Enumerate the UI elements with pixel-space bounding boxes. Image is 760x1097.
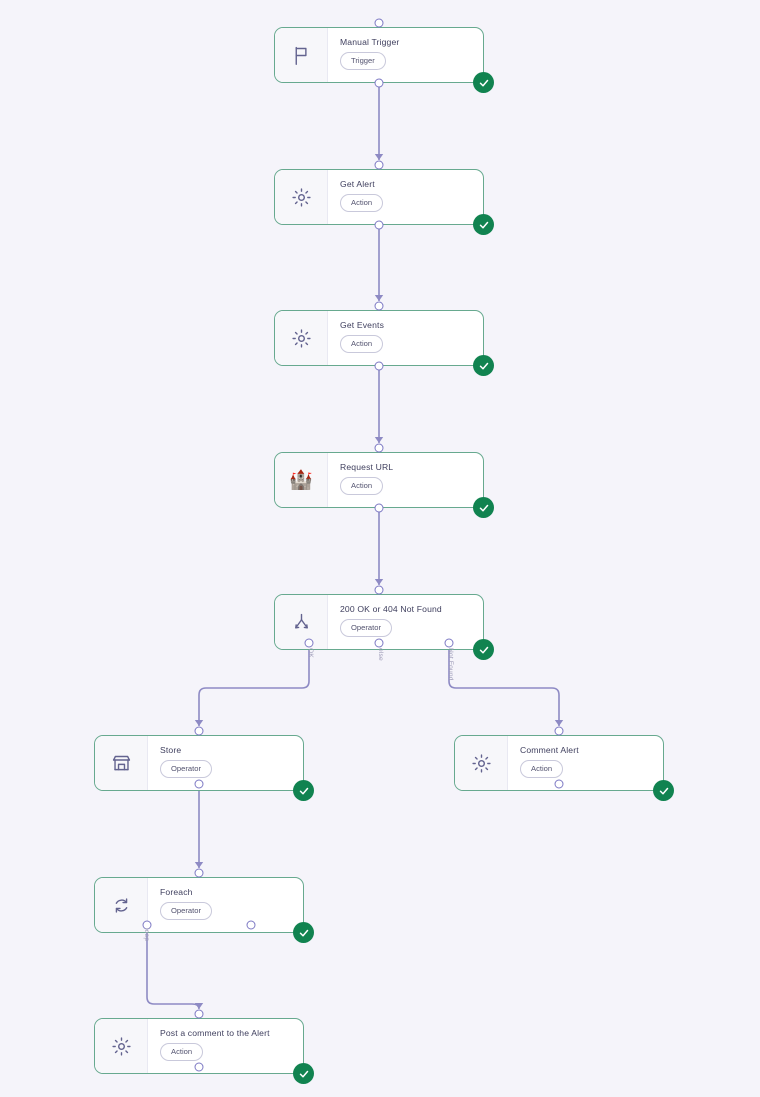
gear-icon [455,736,508,790]
port-manual-trigger-out[interactable] [374,78,384,88]
arrow-get-alert [374,154,384,160]
arrow-request-url [374,437,384,443]
arrow-status-branch [374,579,384,585]
port-request-url-out[interactable] [374,503,384,513]
port-foreach-in[interactable] [194,868,204,878]
port-status-branch-out-not-found[interactable] [444,638,454,648]
port-manual-trigger-in[interactable] [374,18,384,28]
port-comment-alert-in[interactable] [554,726,564,736]
edge-foreach-loop-to-post[interactable] [146,925,200,1010]
port-store-in[interactable] [194,726,204,736]
storefront-icon [95,736,148,790]
node-body-request-url: Request URL Action [328,453,483,507]
port-foreach-out-loop[interactable] [142,920,152,930]
gear-icon [275,311,328,365]
status-badge-comment-alert[interactable] [653,780,674,801]
arrow-foreach [194,862,204,868]
node-type-chip-manual-trigger[interactable]: Trigger [340,52,386,70]
port-get-alert-out[interactable] [374,220,384,230]
node-title-store: Store [160,745,182,755]
node-type-chip-get-events[interactable]: Action [340,335,384,353]
arrow-comment-alert [554,720,564,726]
arrow-store [194,720,204,726]
edge-label-branch-ok: OK [307,648,314,658]
castle-emoji-icon: 🏰 [275,453,328,507]
port-post-comment-in[interactable] [194,1009,204,1019]
node-type-chip-get-alert[interactable]: Action [340,194,384,212]
node-type-chip-status-branch[interactable]: Operator [340,619,392,637]
port-store-out[interactable] [194,779,204,789]
status-badge-request-url[interactable] [473,497,494,518]
node-type-chip-post-comment[interactable]: Action [160,1043,204,1061]
node-title-request-url: Request URL [340,462,394,472]
node-title-foreach: Foreach [160,887,193,897]
arrow-post-comment [194,1003,204,1009]
gear-icon [275,170,328,224]
node-title-post-comment: Post a comment to the Alert [160,1028,270,1038]
port-foreach-out-done[interactable] [246,920,256,930]
status-badge-post-comment[interactable] [293,1063,314,1084]
node-title-get-events: Get Events [340,320,385,330]
gear-icon [95,1019,148,1073]
edge-label-branch-not-found: Not Found [447,648,454,681]
flag-icon [275,28,328,82]
node-request-url[interactable]: 🏰 Request URL Action [274,452,494,518]
edge-label-branch-else: else [377,648,384,661]
edge-label-foreach-loop: loop [143,928,150,942]
status-badge-store[interactable] [293,780,314,801]
node-type-chip-foreach[interactable]: Operator [160,902,212,920]
loop-icon [95,878,148,932]
port-status-branch-in[interactable] [374,585,384,595]
status-badge-status-branch[interactable] [473,639,494,660]
node-type-chip-request-url[interactable]: Action [340,477,384,495]
node-title-get-alert: Get Alert [340,179,375,189]
port-get-alert-in[interactable] [374,160,384,170]
status-badge-manual-trigger[interactable] [473,72,494,93]
node-title-comment-alert: Comment Alert [520,745,579,755]
port-get-events-in[interactable] [374,301,384,311]
port-request-url-in[interactable] [374,443,384,453]
node-type-chip-store[interactable]: Operator [160,760,212,778]
port-comment-alert-out[interactable] [554,779,564,789]
node-title-status-branch: 200 OK or 404 Not Found [340,604,442,614]
edge-ok-to-store[interactable] [198,647,310,726]
status-badge-get-events[interactable] [473,355,494,376]
branch-icon [275,595,328,649]
node-title-manual-trigger: Manual Trigger [340,37,400,47]
status-badge-get-alert[interactable] [473,214,494,235]
status-badge-foreach[interactable] [293,922,314,943]
port-get-events-out[interactable] [374,361,384,371]
port-post-comment-out[interactable] [194,1062,204,1072]
port-status-branch-out-ok[interactable] [304,638,314,648]
arrow-get-events [374,295,384,301]
edge-notfound-to-comment[interactable] [448,647,560,726]
port-status-branch-out-else[interactable] [374,638,384,648]
node-type-chip-comment-alert[interactable]: Action [520,760,564,778]
